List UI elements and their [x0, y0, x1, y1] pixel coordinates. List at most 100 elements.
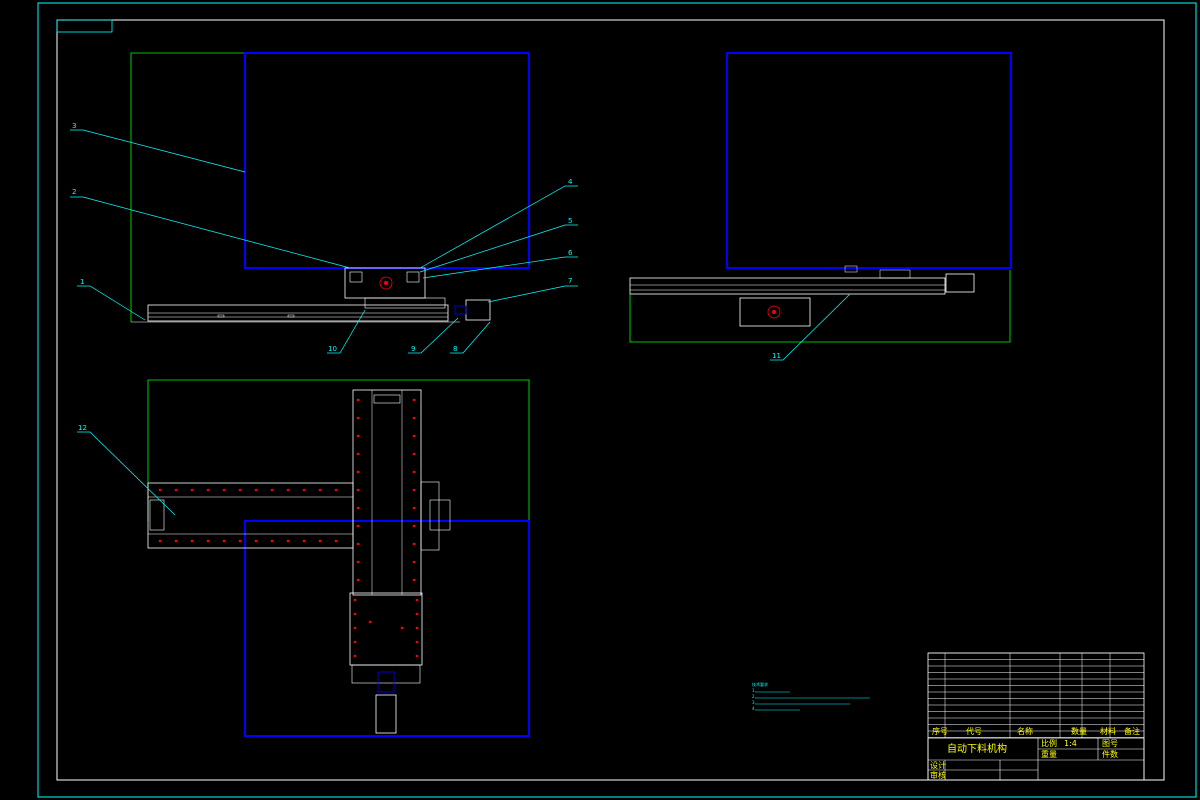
bolt-hole [222, 488, 226, 492]
motor-side [945, 273, 975, 293]
part-label-5: 5 [568, 217, 572, 225]
bolt-hole [353, 612, 357, 616]
part-label-10: 10 [328, 345, 337, 353]
bolt-hole [412, 506, 416, 510]
part-label-8: 8 [453, 345, 457, 353]
part-label-9: 9 [411, 345, 415, 353]
bolt-hole [353, 654, 357, 658]
bolt-hole [356, 578, 360, 582]
leader-lines [70, 129, 851, 516]
bolt-hole [356, 560, 360, 564]
bolt-hole [190, 488, 194, 492]
part-label-1: 1 [80, 278, 84, 286]
drawn-label: 设计 [930, 760, 946, 770]
bom-header-remark: 备注 [1124, 726, 1140, 736]
bolt-hole [318, 539, 322, 543]
part-labels: 1 2 3 4 5 6 7 8 9 10 11 12 [72, 122, 781, 432]
bolt-hole [286, 539, 290, 543]
bolt-hole [206, 488, 210, 492]
bolt-hole [286, 488, 290, 492]
bolt-hole [415, 640, 419, 644]
slide-block-front [364, 297, 446, 309]
corner-box [56, 19, 113, 33]
bolt-hole [356, 416, 360, 420]
bolt-hole [302, 539, 306, 543]
side-view [629, 52, 1012, 343]
part-label-3: 3 [72, 122, 76, 130]
bolt-hole [158, 539, 162, 543]
bolt-hole [254, 488, 258, 492]
bolt-hole [238, 539, 242, 543]
bolt-hole [270, 539, 274, 543]
dim-outline-front [130, 52, 245, 322]
side-bracket [420, 481, 440, 551]
bolt-hole [353, 640, 357, 644]
bolt-hole [174, 539, 178, 543]
motor-front [465, 299, 491, 321]
bolt-hole [412, 560, 416, 564]
vertical-beam [352, 389, 422, 596]
technical-notes: 技术要求 1. 2. 3. 4. [752, 681, 870, 711]
bolt-hole [400, 626, 404, 630]
bolt-hole [412, 488, 416, 492]
bolt-hole [415, 598, 419, 602]
bom-header-code: 代号 [966, 726, 982, 736]
bom-header-no: 序号 [932, 726, 948, 736]
bolt-hole [353, 598, 357, 602]
dim-outline-side [629, 270, 1011, 343]
bolt-hole [415, 626, 419, 630]
note-2: 2. [752, 694, 756, 699]
bolt-hole [356, 524, 360, 528]
workpiece-box-front [244, 52, 530, 269]
note-4: 4. [752, 706, 756, 711]
bolt-hole [334, 488, 338, 492]
bolt-hole [190, 539, 194, 543]
sheet-border [37, 2, 1197, 798]
note-1: 1. [752, 688, 756, 693]
bolt-hole [356, 488, 360, 492]
bolt-hole [174, 488, 178, 492]
drawing-frame [56, 19, 1165, 781]
bom-header-material: 材料 [1100, 726, 1116, 736]
bolt-hole [356, 470, 360, 474]
bolt-hole [302, 488, 306, 492]
scale-label: 比例 [1041, 738, 1057, 748]
dim-outline-top [147, 379, 530, 521]
gear-front [379, 276, 393, 290]
bolt-hole [368, 620, 372, 624]
top-view [147, 379, 530, 737]
bolt-hole [238, 488, 242, 492]
workpiece-box-top [244, 520, 530, 737]
part-label-2: 2 [72, 188, 76, 196]
bolt-hole [412, 578, 416, 582]
bolt-hole [158, 488, 162, 492]
part-label-7: 7 [568, 277, 572, 285]
bolt-hole [270, 488, 274, 492]
bolt-hole [318, 488, 322, 492]
front-view [130, 52, 530, 323]
notes-title: 技术要求 [752, 681, 768, 687]
bolt-hole [356, 434, 360, 438]
part-label-6: 6 [568, 249, 573, 257]
bolt-holes [158, 398, 419, 658]
drawing-title: 自动下料机构 [947, 742, 1007, 755]
bolt-hole [334, 539, 338, 543]
horizontal-beam [147, 482, 354, 549]
base-rail-side [629, 277, 946, 295]
sheet-label: 图号 [1102, 739, 1118, 748]
checked-label: 审核 [930, 770, 946, 780]
bolt-hole [412, 470, 416, 474]
bolt-hole [356, 506, 360, 510]
bolt-hole [356, 542, 360, 546]
carriage-side [739, 297, 811, 327]
qty-label: 件数 [1102, 749, 1118, 759]
bolt-hole [356, 398, 360, 402]
bolt-hole [412, 452, 416, 456]
bolt-hole [412, 416, 416, 420]
bom-header-qty: 数量 [1071, 726, 1087, 736]
workpiece-box-side [726, 52, 1012, 269]
title-block: 序号 代号 名称 数量 材料 备注 自动下料机构 比例 1:4 图号 重量 件数… [927, 652, 1145, 781]
part-label-11: 11 [772, 352, 781, 360]
motor-top [375, 694, 397, 734]
